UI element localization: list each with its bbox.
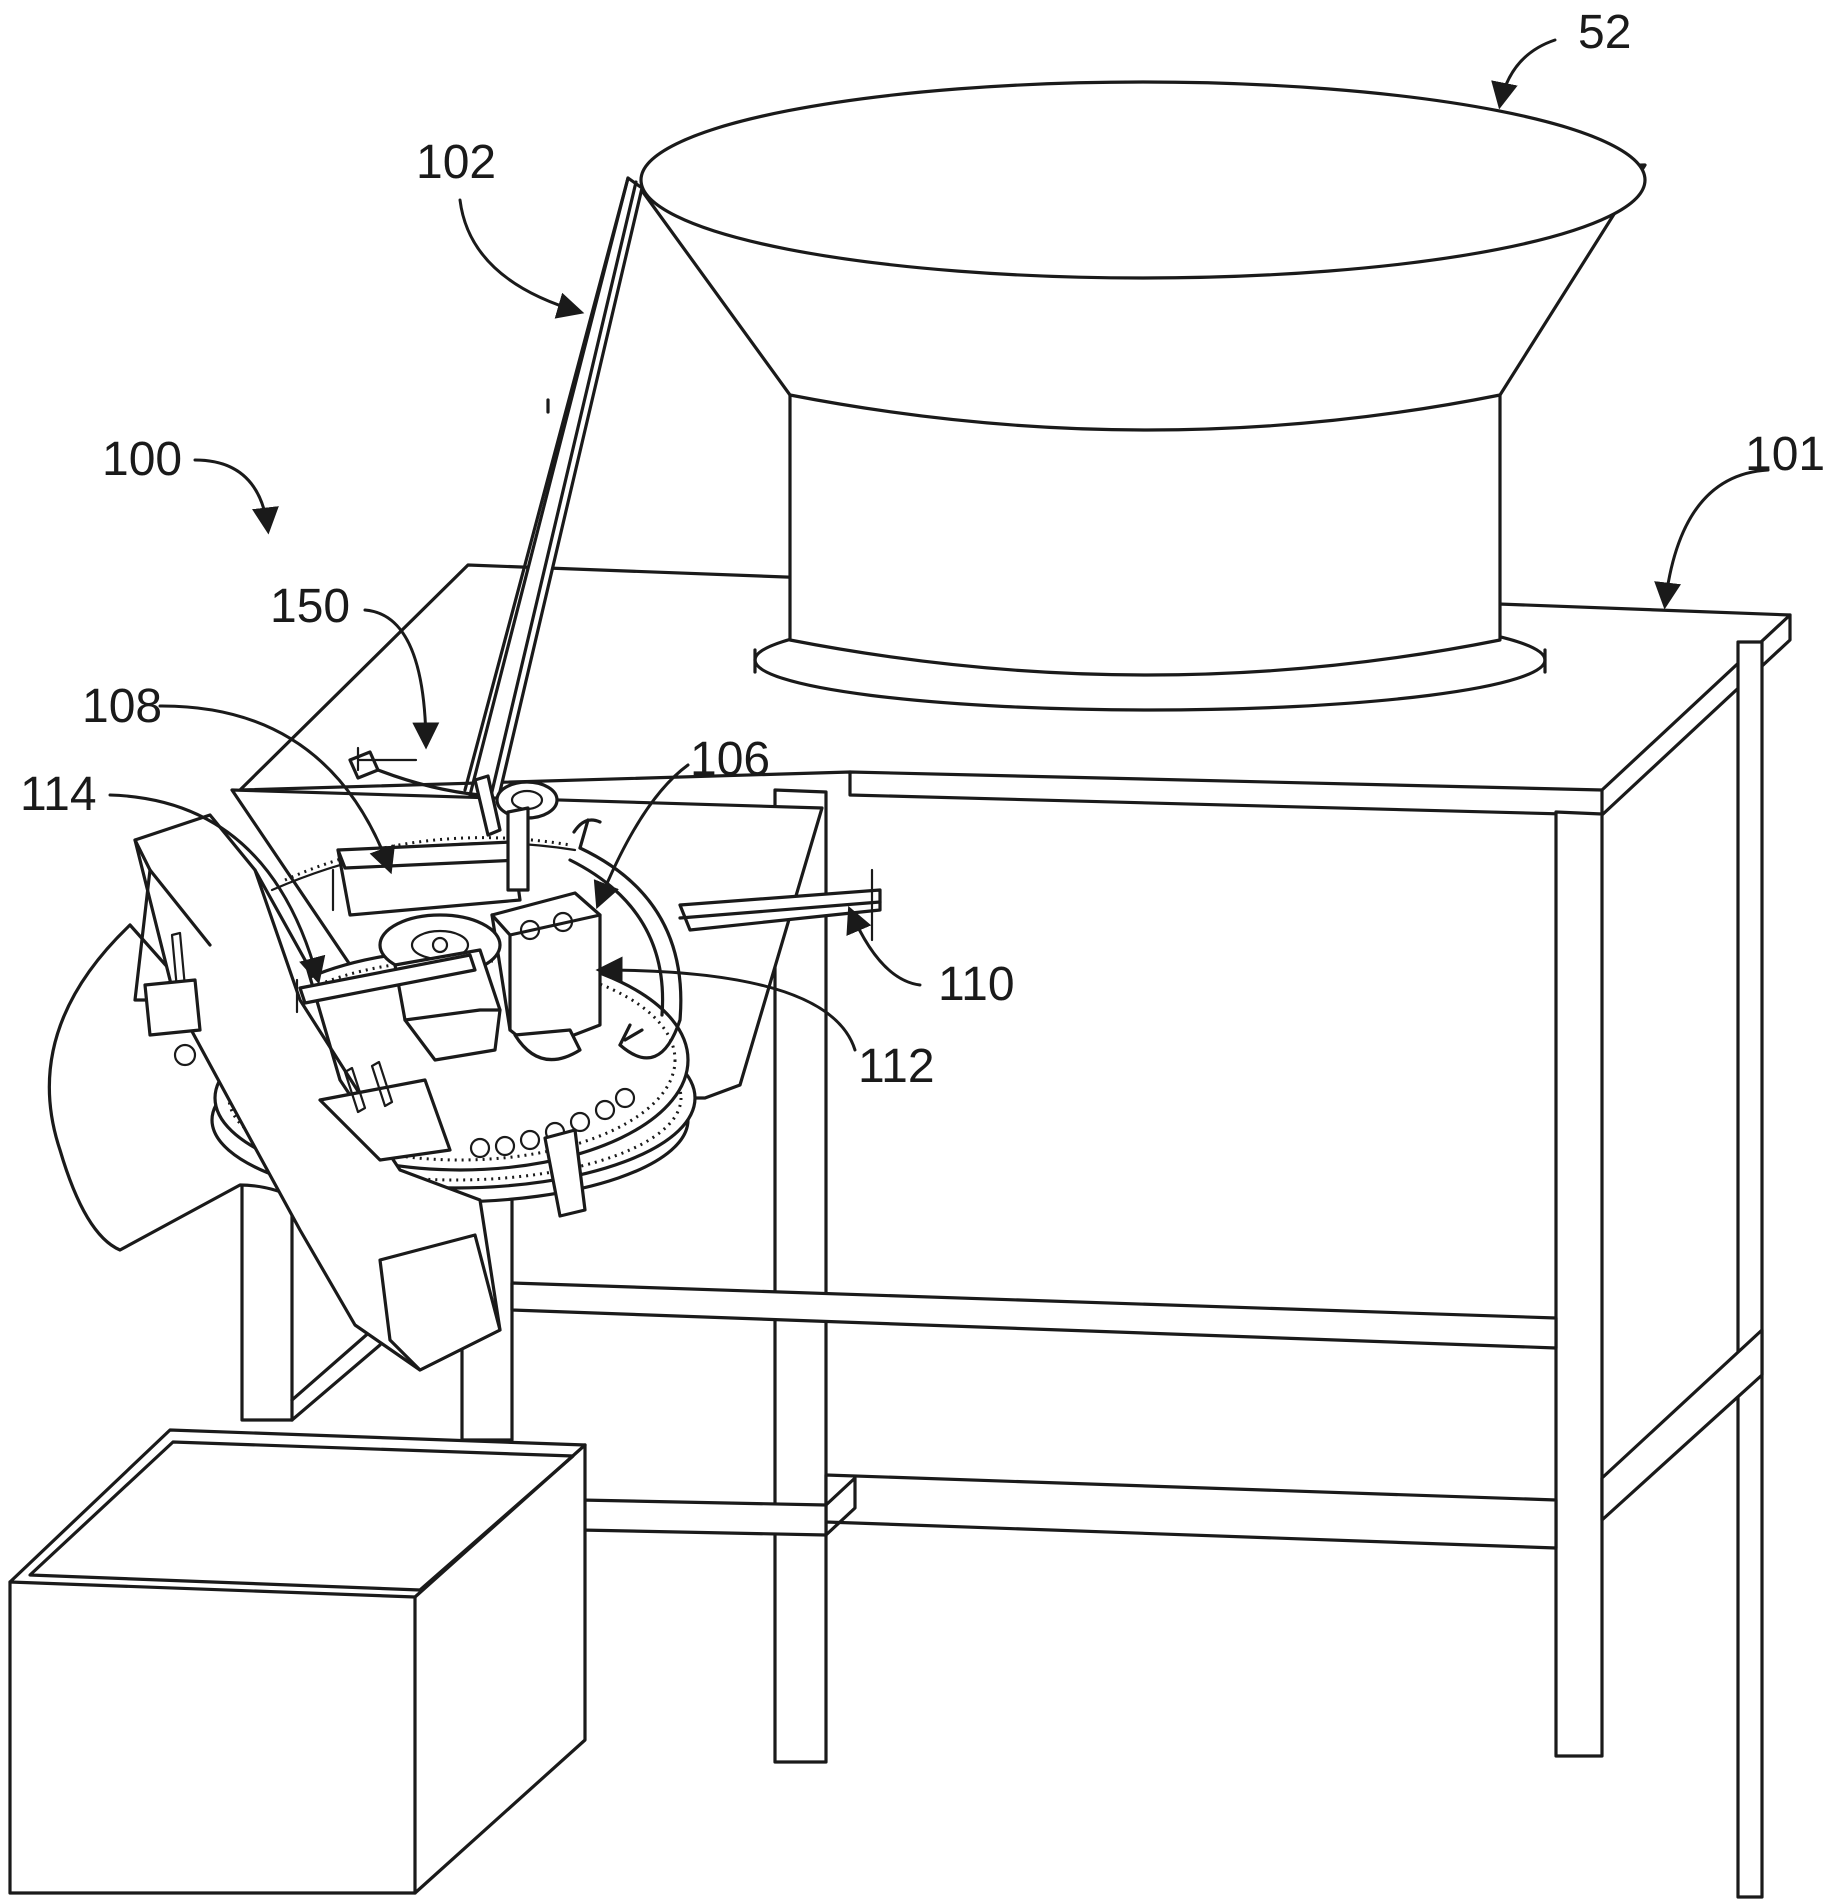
ref-102: 102 — [416, 136, 496, 189]
hopper — [640, 82, 1645, 710]
ref-108: 108 — [82, 680, 162, 733]
ref-112: 112 — [858, 1040, 935, 1093]
ref-100: 100 — [102, 433, 182, 486]
ref-101: 101 — [1745, 428, 1825, 481]
ref-52: 52 — [1578, 6, 1631, 59]
collection-bin — [10, 1430, 585, 1893]
ref-150: 150 — [270, 580, 350, 633]
ref-106: 106 — [690, 733, 770, 786]
ref-110: 110 — [938, 958, 1015, 1011]
ref-114: 114 — [20, 768, 97, 821]
